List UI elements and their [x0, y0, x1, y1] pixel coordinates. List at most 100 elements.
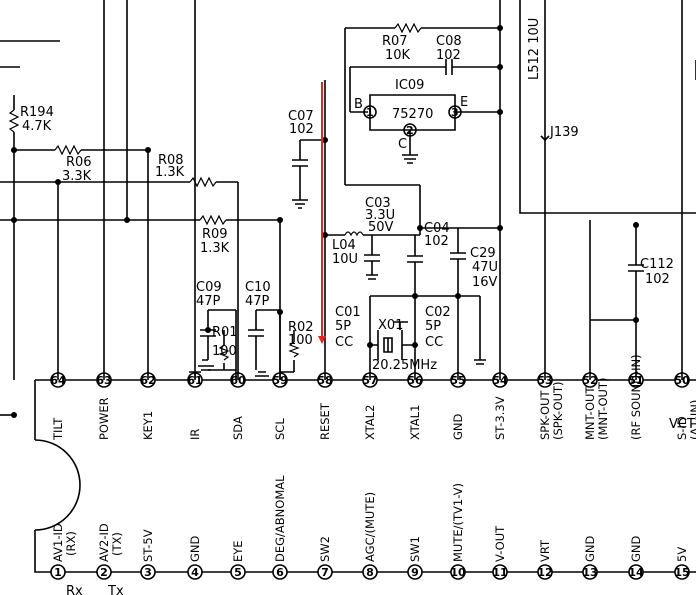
c04-value: 102 [424, 234, 449, 249]
c09-ref: C09 [196, 280, 222, 295]
bottom-pin-number: 13 [582, 566, 597, 579]
l512-label: L512 10U [527, 18, 542, 80]
bottom-pin-number: 14 [628, 566, 644, 579]
wiring-right [519, 0, 696, 380]
c03-rating: 50V [368, 220, 394, 235]
c112-value: 102 [645, 272, 670, 287]
top-pin-name: XTAL1 [408, 405, 422, 440]
ic09-pin-b: B [354, 97, 363, 112]
vct-edge-label: VCT [669, 417, 695, 432]
bottom-pin-subname: (RX) [64, 531, 78, 556]
top-pin-name: S-ID [675, 416, 689, 440]
bottom-pin-name: GND [188, 535, 202, 562]
c04-ref: C04 [424, 221, 450, 236]
top-pin-number: 51 [628, 374, 643, 387]
r194-ref: R194 [20, 105, 54, 120]
bottom-pin-circle [582, 564, 598, 580]
red-marker-arrow [318, 82, 326, 344]
reset-network [292, 80, 328, 380]
bottom-pin-circle [407, 564, 423, 580]
bottom-pin-number: 5 [234, 566, 242, 579]
c01-type: CC [335, 335, 353, 350]
filter-caps [322, 185, 500, 299]
top-pin-subname: (A1-IN) [688, 400, 696, 440]
ic09-ref: IC09 [395, 78, 424, 93]
c08-value: 102 [436, 48, 461, 63]
r02-value: 100 [288, 333, 313, 348]
tx-edge-label: Tx [107, 584, 124, 595]
top-pin-name: RESET [318, 402, 332, 440]
bottom-pin-circle [450, 564, 466, 580]
bottom-pin-name: AGC/(MUTE) [363, 492, 377, 562]
bottom-pin-number: 4 [191, 566, 199, 579]
top-pin-name: MNT-OUT [583, 386, 597, 440]
bottom-pin-name: AV2-ID [97, 523, 111, 562]
bottom-pin-name: VRT [538, 539, 552, 562]
bottom-pin-number: 12 [537, 566, 552, 579]
bottom-pin-circle [230, 564, 246, 580]
bottom-pin-name: V-OUT [493, 525, 507, 562]
bottom-pin-circle [96, 564, 112, 580]
sda-scl-filter [189, 220, 300, 380]
top-pin-name: IR [188, 429, 202, 440]
ic09-pin-e: E [460, 95, 468, 110]
j139-label: J139 [549, 125, 579, 140]
top-pin-number: 58 [317, 374, 332, 387]
c112-ref: C112 [640, 257, 674, 272]
top-pin-subname: (MNT-OUT) [596, 378, 610, 440]
top-pin-number: 57 [362, 374, 377, 387]
ic09-pin3: 3 [451, 106, 459, 119]
r06-value: 3.3K [62, 169, 92, 184]
r01-ref: R01 [212, 325, 238, 340]
bottom-pin-name: GND [583, 535, 597, 562]
r02-ref: R02 [288, 320, 314, 335]
bottom-pin-circle [674, 564, 690, 580]
bottom-pin-name: EYE [231, 540, 245, 562]
bottom-pin-number: 11 [492, 566, 507, 579]
component-labels: R194 4.7K R06 3.3K R08 1.3K R09 1.3K R07… [20, 18, 695, 595]
bottom-pin-circle [317, 564, 333, 580]
bottom-pin-circle [492, 564, 508, 580]
c02-ref: C02 [425, 305, 451, 320]
c10-ref: C10 [245, 280, 271, 295]
bottom-pin-number: 6 [276, 566, 284, 579]
top-pin-number: 52 [582, 374, 597, 387]
top-pin-number: 53 [537, 374, 552, 387]
top-pin-subname: (SPK-OUT) [551, 381, 565, 440]
bottom-pin-row: 1AV1-ID(RX)2AV2-ID(TX)3ST-5V4GND5EYE6DEG… [50, 475, 690, 580]
top-pin-name: SDA [231, 416, 245, 440]
top-pin-number: 63 [96, 374, 111, 387]
top-pin-number: 62 [140, 374, 155, 387]
bottom-pin-number: 15 [674, 566, 689, 579]
top-pin-name: SCL [273, 418, 287, 440]
bottom-pin-circle [272, 564, 288, 580]
bottom-pin-subname: (TX) [110, 532, 124, 556]
c29-rating: 16V [472, 275, 498, 290]
c01-ref: C01 [335, 305, 361, 320]
c08-ref: C08 [436, 34, 462, 49]
l04-value: 10U [332, 252, 358, 267]
c01-value: 5P [335, 319, 351, 334]
c03-value: 3.3U [365, 208, 395, 223]
bottom-pin-number: 7 [321, 566, 329, 579]
bottom-pin-name: 5V [675, 547, 689, 562]
crystal-circuit [367, 296, 486, 380]
c29-value: 47U [472, 260, 498, 275]
bottom-pin-number: 3 [144, 566, 152, 579]
ic09-pin-c: C [398, 137, 407, 152]
bottom-pin-circle [362, 564, 378, 580]
bottom-pin-name: ST-5V [141, 529, 155, 562]
bottom-pin-circle [628, 564, 644, 580]
l04-ref: L04 [332, 238, 356, 253]
top-pin-name: SPK-OUT [538, 389, 552, 440]
top-pin-name: ST-3.3V [493, 396, 507, 440]
ic09-part: 75270 [392, 107, 433, 122]
bottom-pin-circle [537, 564, 553, 580]
bottom-pin-name: AV1-ID [51, 523, 65, 562]
x01-ref: X01 [378, 318, 403, 333]
bottom-pin-name: GND [629, 535, 643, 562]
c07-ref: C07 [288, 109, 314, 124]
top-pin-number: 59 [272, 374, 287, 387]
c02-value: 5P [425, 319, 441, 334]
